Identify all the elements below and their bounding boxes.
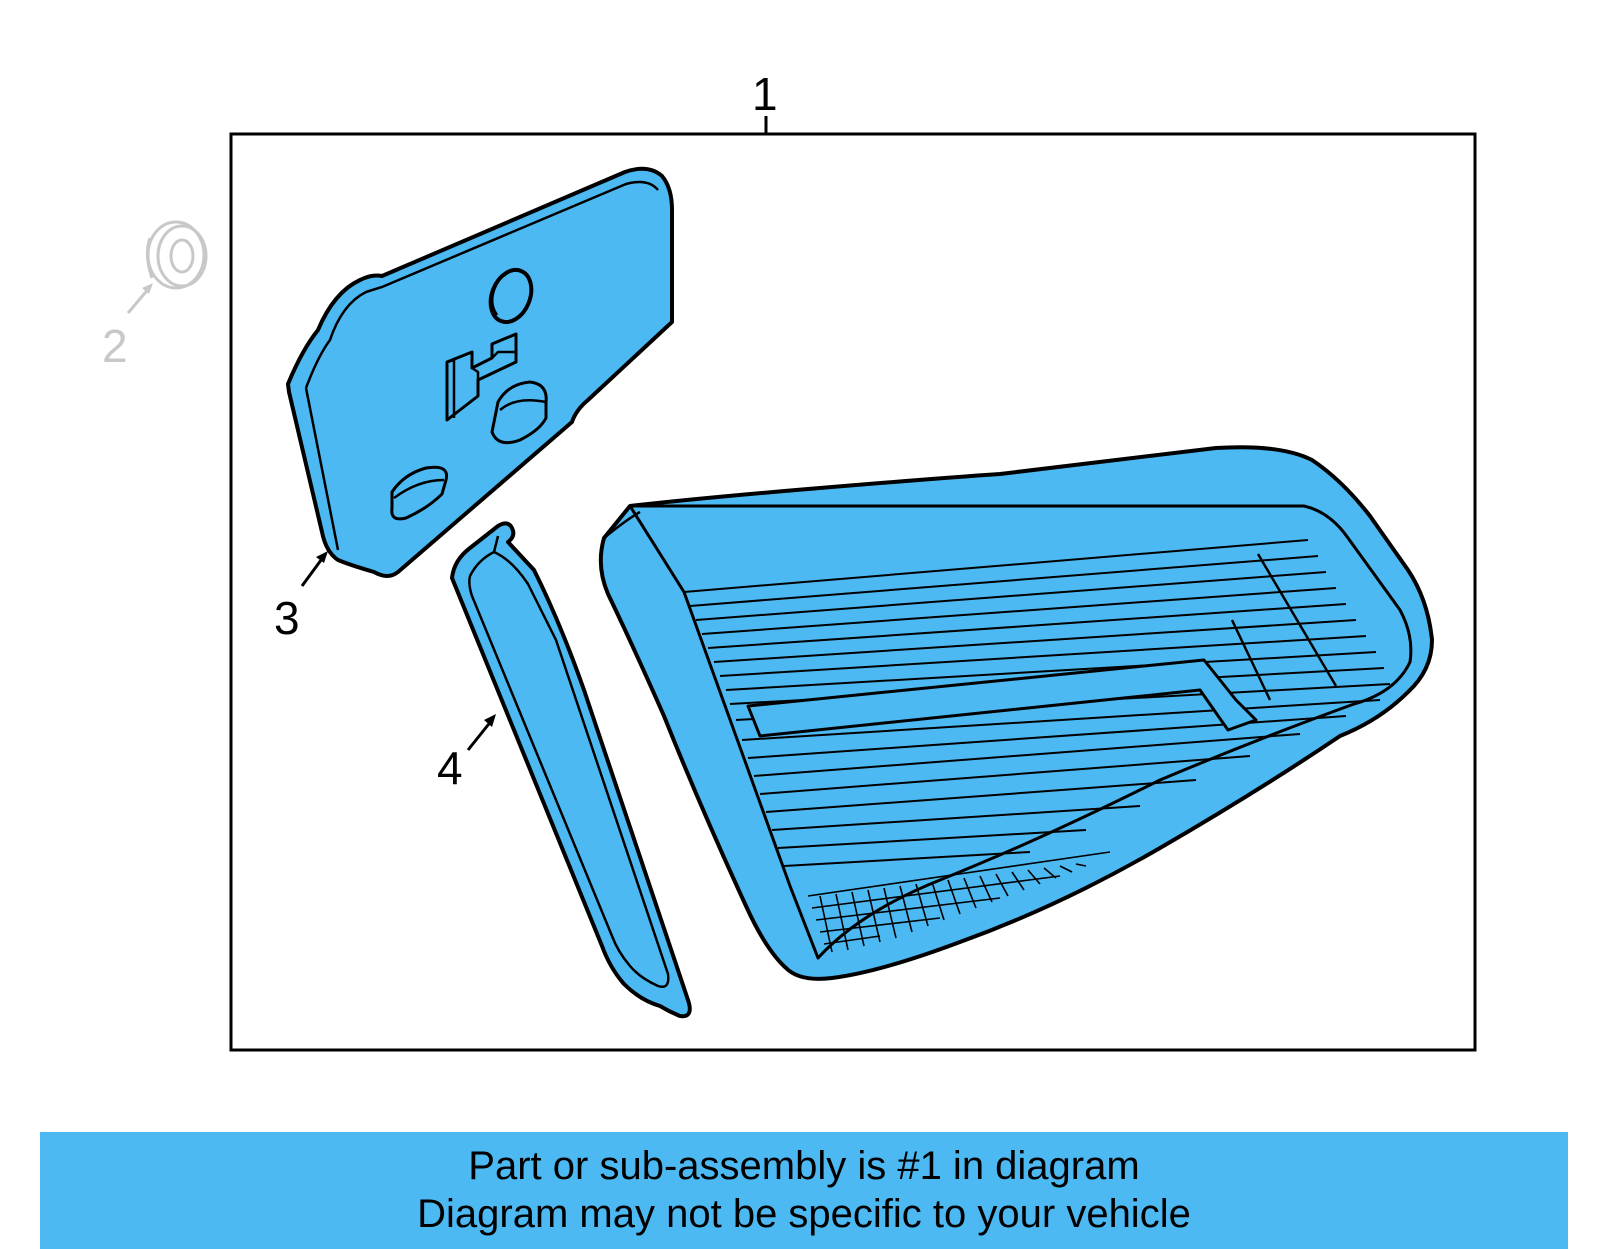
callout-4: 4 xyxy=(437,742,463,794)
callout-4-leader xyxy=(466,719,494,751)
banner-line-2: Diagram may not be specific to your vehi… xyxy=(417,1192,1191,1236)
callout-1: 1 xyxy=(752,68,778,120)
callout-4-arrowhead xyxy=(484,714,496,727)
info-banner: Part or sub-assembly is #1 in diagram Di… xyxy=(40,1132,1568,1249)
callout-3: 3 xyxy=(274,592,300,644)
callout-3-arrowhead xyxy=(316,551,328,563)
cover-panel-part-3 xyxy=(286,166,674,578)
tail-lamp-housing xyxy=(598,445,1434,981)
grommet-part-2 xyxy=(145,220,208,290)
assembly-frame xyxy=(229,132,1477,1052)
seal-strip-part-4 xyxy=(450,521,692,1019)
banner-line-1: Part or sub-assembly is #1 in diagram xyxy=(468,1144,1140,1188)
callout-2-arrowhead xyxy=(142,283,153,294)
callout-3-leader xyxy=(300,555,326,587)
callout-2: 2 xyxy=(102,320,128,372)
lens-grid xyxy=(807,851,1111,953)
